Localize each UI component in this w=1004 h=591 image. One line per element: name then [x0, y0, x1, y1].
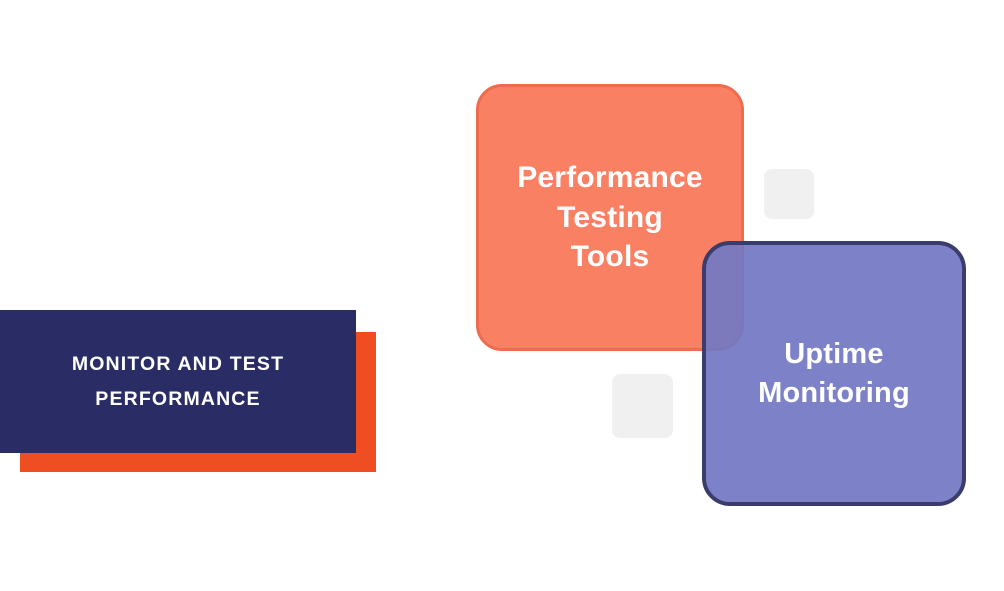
card-performance-testing-tools-label: Performance Testing Tools: [517, 160, 703, 274]
lower-center-square-icon: [612, 374, 673, 438]
card-uptime-monitoring[interactable]: Uptime Monitoring: [702, 241, 966, 506]
upper-right-square-icon: [764, 169, 814, 219]
monitor-and-test-performance-banner: Monitor and Test Performance: [0, 310, 356, 453]
card-performance-testing-tools[interactable]: Performance Testing Tools: [476, 84, 744, 351]
banner-title: Monitor and Test Performance: [71, 353, 285, 410]
card-uptime-monitoring-label: Uptime Monitoring: [758, 337, 910, 409]
